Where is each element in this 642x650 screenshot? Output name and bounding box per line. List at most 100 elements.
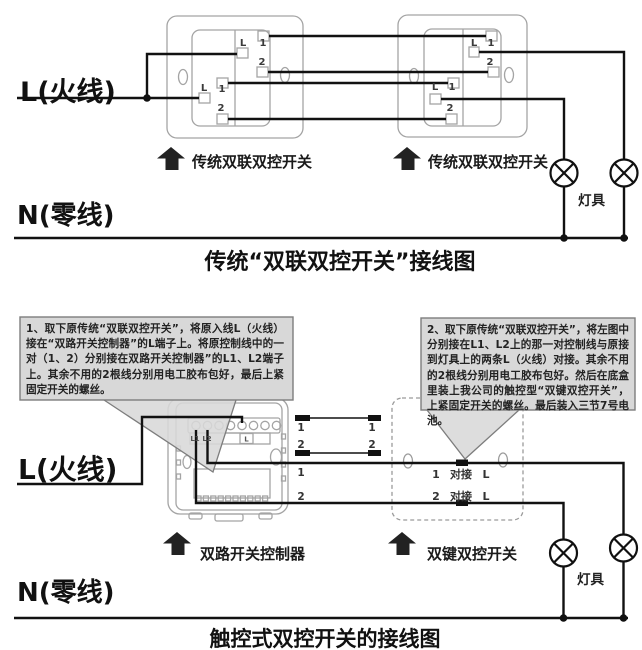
joint-labels: 1 对接 L 2 对接 L <box>432 467 489 503</box>
top-neutral-wire-label: N(零线) <box>17 201 115 231</box>
traditional-switch-2 <box>397 14 528 138</box>
mount-tab <box>214 513 244 522</box>
mount-tab <box>258 512 273 520</box>
terminal-label-l: L <box>432 82 439 93</box>
wire-label-1: 1 <box>368 422 375 434</box>
touch-switch-dashed-box <box>391 397 524 521</box>
terminal-label-2: 2 <box>447 103 454 114</box>
wire-label-1: 1 <box>297 467 304 479</box>
switch2-outline <box>397 14 528 138</box>
lamp-icon <box>608 533 639 563</box>
terminal-label-l: L <box>201 83 208 94</box>
touch-switch-caption: 双键双控开关 <box>427 545 518 563</box>
terminal-circle <box>248 420 259 431</box>
terminal-square <box>256 66 269 78</box>
terminal-label-1: 1 <box>488 38 495 49</box>
controller-screen <box>193 468 271 499</box>
terminal-circle <box>260 420 270 431</box>
bottom-live-wire-label: L(火线) <box>18 453 118 486</box>
terminal-label-2: 2 <box>218 103 225 114</box>
up-arrow-icon <box>393 147 421 170</box>
mount-tab <box>188 512 203 520</box>
top-live-wire-label: L(火线) <box>20 77 116 108</box>
top-lamp-label: 灯具 <box>578 193 605 209</box>
note1-box <box>19 316 294 401</box>
bottom-lamp-label: 灯具 <box>577 572 604 588</box>
terminal-label-l2: L2 <box>202 435 211 443</box>
bottom-neutral-wire-label: N(零线) <box>17 578 115 608</box>
screw-hole-icon <box>269 448 283 466</box>
junction-dot <box>143 94 151 102</box>
wire-label-2: 2 <box>297 439 304 451</box>
joint-label-l: L <box>482 468 489 481</box>
up-arrow-icon <box>388 532 416 555</box>
junction-dot <box>619 614 628 622</box>
switch2-terminal-labels: L 1 2 L 1 2 <box>432 38 495 114</box>
switch1-terminal-labels: L 1 2 L 1 2 <box>201 38 267 114</box>
screw-hole-icon <box>497 452 509 468</box>
screw-hole-icon <box>177 68 189 86</box>
terminal-label-l1: L1 <box>190 435 199 443</box>
tape-marks <box>295 415 468 506</box>
top-wires <box>14 34 628 240</box>
switch1-inner <box>191 29 271 127</box>
live-wire-branch <box>145 52 237 98</box>
lamp-icon <box>549 158 579 188</box>
joint-tape-mark <box>456 459 468 466</box>
terminal-label-2: 2 <box>259 57 266 68</box>
note1-text: 1、取下原传统“双联双控开关”，将原入线L（火线）接在“双路开关控制器”的L端子… <box>26 323 284 396</box>
junction-dot <box>620 234 628 242</box>
wire-label-2: 2 <box>297 491 304 503</box>
control-wire-2-to-lamp1 <box>194 430 565 540</box>
lamp-icon <box>609 158 639 188</box>
screw-hole-icon <box>408 67 420 85</box>
screw-hole-icon <box>503 66 515 84</box>
junction-dot <box>559 614 568 622</box>
switch1-outline <box>166 15 304 139</box>
up-arrow-icon <box>157 147 185 170</box>
note1-callout-tail <box>103 399 237 474</box>
wire-label-2: 2 <box>368 439 375 451</box>
up-arrow-icon <box>163 532 191 555</box>
joint-tape-mark <box>456 499 468 506</box>
control-wire-1-to-lamp2 <box>206 430 625 535</box>
screw-hole-icon <box>279 66 291 84</box>
screw-hole-icon <box>402 453 414 469</box>
terminal-label-1: 1 <box>260 38 267 49</box>
terminal-square <box>198 92 211 104</box>
terminal-square <box>429 93 442 105</box>
joint-label-2: 2 <box>432 490 440 503</box>
terminal-label-l: L <box>240 38 247 49</box>
lamp2-feed-wire <box>479 50 626 160</box>
tape-mark <box>368 450 381 456</box>
terminal-label-l: L <box>471 38 478 49</box>
l-terminal-box <box>239 432 254 445</box>
terminal-square <box>236 47 249 59</box>
wire-number-labels: 1 1 2 2 1 2 <box>297 422 375 503</box>
controller-caption: 双路开关控制器 <box>200 545 306 563</box>
joint-label-l: L <box>482 490 489 503</box>
note2-callout-tail <box>426 409 520 460</box>
tape-mark <box>295 415 310 421</box>
bottom-diagram-caption: 触控式双控开关的接线图 <box>209 627 441 650</box>
top-diagram-caption: 传统“双联双控开关”接线图 <box>204 250 476 275</box>
tape-mark <box>368 415 381 421</box>
wire-label-1: 1 <box>297 422 304 434</box>
top-switch2-caption: 传统双联双控开关 <box>428 153 549 171</box>
live-wire <box>17 415 244 486</box>
lamp1-feed-wire <box>441 97 566 160</box>
note2-text: 2、取下原传统“双联双控开关”，将左图中分别接在L1、L2上的那一对控制线与原接… <box>427 324 629 428</box>
touch-switch-outline <box>391 397 524 521</box>
controller-terminal-labels: L1 L2 L <box>190 435 249 444</box>
terminal-label-2: 2 <box>487 57 494 68</box>
joint-label-duijie: 对接 <box>450 489 472 503</box>
bottom-wires <box>14 415 628 620</box>
terminal-square <box>216 113 229 125</box>
top-switch1-caption: 传统双联双控开关 <box>192 153 313 171</box>
note2-box <box>420 317 636 411</box>
terminal-circle <box>271 420 282 431</box>
tape-mark <box>295 450 310 456</box>
terminal-label-1: 1 <box>449 82 456 93</box>
